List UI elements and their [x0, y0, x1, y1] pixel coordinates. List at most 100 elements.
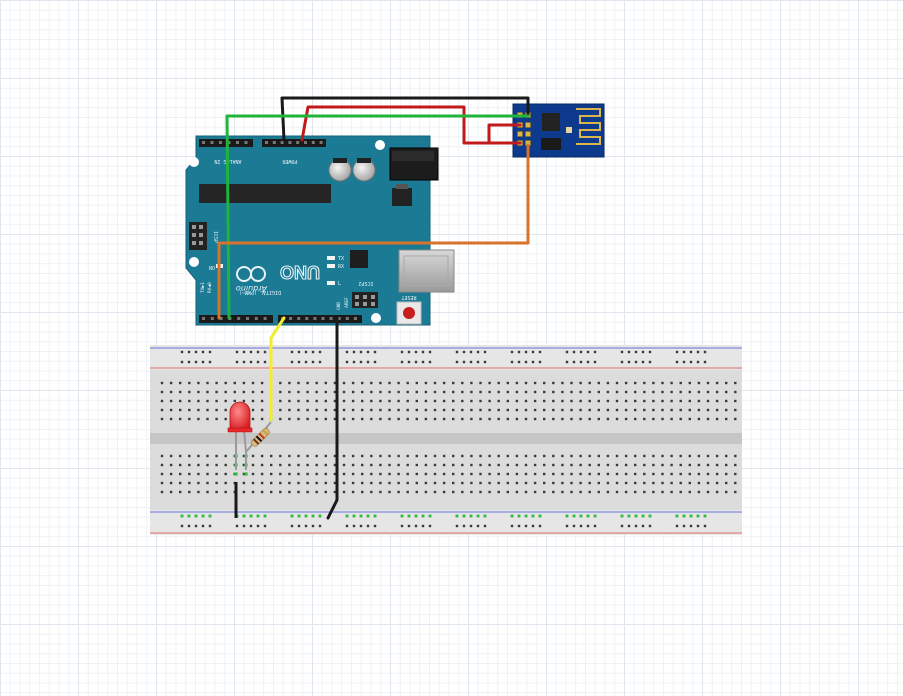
- breadboard-hole: [324, 408, 327, 412]
- breadboard-hole: [561, 381, 564, 385]
- breadboard-hole: [688, 417, 691, 421]
- breadboard-hole: [179, 417, 182, 421]
- breadboard-hole: [715, 481, 719, 485]
- breadboard-hole: [424, 481, 428, 485]
- breadboard-hole: [333, 454, 337, 458]
- breadboard-hole: [725, 454, 728, 458]
- breadboard-hole: [688, 381, 691, 385]
- rail-hole: [586, 350, 590, 354]
- esp-pin: [517, 131, 523, 137]
- breadboard-hole: [424, 472, 428, 476]
- breadboard-hole: [452, 463, 455, 467]
- breadboard-hole: [306, 463, 309, 467]
- breadboard-hole: [661, 381, 664, 385]
- breadboard-hole: [715, 399, 719, 403]
- breadboard-hole: [370, 490, 373, 494]
- l-label: L: [338, 281, 341, 287]
- breadboard-hole: [533, 399, 537, 403]
- breadboard-hole: [279, 408, 282, 412]
- breadboard-hole: [297, 408, 300, 412]
- breadboard-hole: [188, 472, 191, 476]
- breadboard-hole: [661, 399, 664, 403]
- header-pin: [246, 317, 249, 320]
- breadboard-hole: [597, 408, 600, 412]
- breadboard-hole: [661, 417, 664, 421]
- breadboard-hole: [306, 490, 309, 494]
- breadboard-hole: [433, 408, 437, 412]
- breadboard-hole: [433, 390, 437, 394]
- rail-hole: [510, 360, 514, 364]
- rail-hole: [414, 360, 418, 364]
- usb-port: [398, 249, 455, 293]
- header-pin: [297, 317, 301, 320]
- capacitor-band: [357, 158, 371, 163]
- breadboard-hole: [470, 490, 473, 494]
- breadboard-hole: [442, 399, 446, 403]
- breadboard-hole: [661, 390, 664, 394]
- breadboard-hole: [470, 454, 473, 458]
- breadboard-hole: [206, 454, 209, 458]
- breadboard-hole: [497, 399, 500, 403]
- breadboard-hole: [415, 408, 418, 412]
- rail-hole: [194, 350, 198, 354]
- breadboard-hole: [370, 381, 373, 385]
- breadboard-hole: [497, 454, 500, 458]
- breadboard-hole: [515, 381, 519, 385]
- breadboard-hole: [270, 463, 273, 467]
- header-pin: [272, 141, 276, 144]
- breadboard-hole: [661, 472, 664, 476]
- breadboard-hole: [379, 381, 382, 385]
- breadboard-hole: [224, 399, 227, 403]
- breadboard-hole: [424, 463, 428, 467]
- breadboard-hole: [515, 481, 519, 485]
- rail-hole: [180, 360, 184, 364]
- breadboard-hole: [306, 408, 309, 412]
- breadboard-hole: [652, 463, 655, 467]
- breadboard-hole: [260, 417, 264, 421]
- breadboard-hole: [188, 417, 191, 421]
- rail-hole: [366, 524, 370, 528]
- breadboard-hole: [679, 408, 682, 412]
- header-pin: [337, 317, 341, 320]
- aref-label: AREF: [344, 297, 350, 308]
- rail-hole: [194, 360, 198, 364]
- breadboard-hole: [279, 463, 282, 467]
- reset-button-cap[interactable]: [403, 307, 415, 319]
- breadboard-hole: [706, 390, 710, 394]
- usb-controller-chip: [350, 250, 368, 268]
- breadboard-hole: [543, 463, 546, 467]
- breadboard-hole: [715, 417, 719, 421]
- breadboard-hole: [324, 463, 327, 467]
- breadboard-hole: [624, 390, 628, 394]
- breadboard-hole: [479, 481, 482, 485]
- breadboard-hole: [734, 417, 737, 421]
- breadboard-hole: [179, 472, 182, 476]
- header-pin: [219, 141, 222, 144]
- breadboard-hole: [697, 390, 701, 394]
- breadboard-hole: [406, 490, 409, 494]
- rail-hole: [428, 360, 432, 364]
- breadboard-hole: [688, 472, 691, 476]
- breadboard-hole: [415, 417, 418, 421]
- breadboard-hole: [597, 417, 600, 421]
- rail-hole: [565, 524, 569, 528]
- breadboard-hole: [342, 417, 346, 421]
- breadboard-hole: [442, 417, 446, 421]
- breadboard-hole: [415, 490, 418, 494]
- breadboard-hole: [351, 381, 355, 385]
- breadboard-hole: [279, 454, 282, 458]
- breadboard-hole: [433, 463, 437, 467]
- breadboard-hole: [361, 481, 364, 485]
- rail-hole: [311, 350, 315, 354]
- breadboard-hole: [324, 481, 327, 485]
- breadboard-hole: [324, 472, 327, 476]
- rail-hole: [352, 524, 356, 528]
- breadboard-hole: [342, 481, 346, 485]
- breadboard-hole: [706, 454, 710, 458]
- breadboard-hole: [670, 408, 673, 412]
- breadboard-hole: [388, 490, 391, 494]
- breadboard-hole: [488, 463, 491, 467]
- breadboard-hole: [643, 399, 646, 403]
- breadboard-hole: [725, 472, 728, 476]
- rail-hole: [455, 524, 459, 528]
